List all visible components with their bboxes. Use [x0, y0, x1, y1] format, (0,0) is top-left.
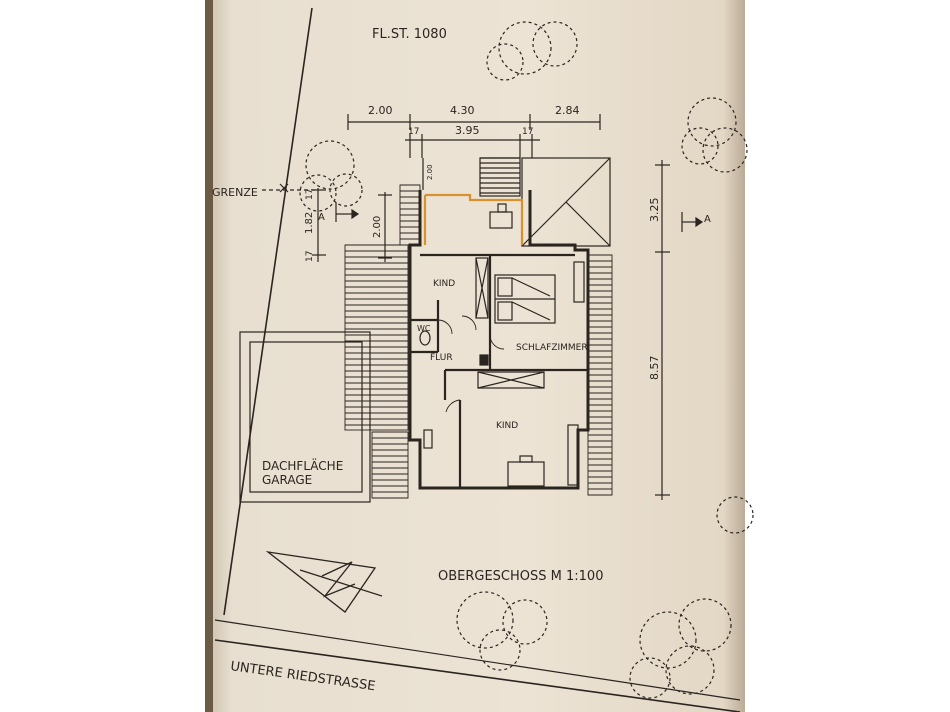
section-marker-left-label: A: [318, 212, 325, 223]
hatch-frame: [479, 157, 521, 197]
page-binding-edge: [205, 0, 213, 712]
door-kind-bottom: [445, 399, 461, 413]
tree-bottom-center: [456, 591, 548, 671]
dim-inner-1: 17: [408, 127, 419, 137]
dim-left-1: 17: [305, 251, 315, 262]
desk-chair: [497, 203, 507, 213]
room-wc: WC: [417, 324, 431, 333]
dim-inner-3: 17: [522, 127, 533, 137]
room-kind-bottom: KIND: [496, 421, 518, 431]
tree-bottom-right: [629, 598, 732, 699]
parcel-label: FL.ST. 1080: [372, 27, 447, 42]
north-arrow: [265, 550, 383, 613]
roof-hatching-north: [399, 184, 421, 246]
dormer-roof-hip: [565, 201, 611, 247]
section-marker-right: [681, 212, 704, 232]
shaft: [479, 354, 489, 366]
dim-top-3: 2.84: [555, 104, 580, 117]
boundary-label: GRENZE: [212, 186, 258, 199]
room-flur: FLUR: [430, 353, 453, 363]
dim-top-1: 2.00: [368, 104, 393, 117]
garage-roof-label-2: GARAGE: [262, 473, 312, 487]
chair-kind-bottom: [519, 455, 533, 463]
top-dimension-chain: [347, 114, 601, 158]
tree-top-right: [486, 21, 578, 81]
street-label: UNTERE RIEDSTRASSE: [229, 659, 376, 694]
tree-left: [299, 140, 363, 212]
hatch-frame: [344, 244, 409, 431]
boundary-cross-tick-2: [279, 183, 289, 193]
garage-roof-inner: [249, 341, 363, 493]
hatch-frame: [371, 431, 409, 499]
plan-title: OBERGESCHOSS M 1:100: [438, 569, 603, 584]
section-marker-left: [335, 202, 360, 222]
dim-inner-2: 3.95: [455, 124, 480, 137]
stair-top: [479, 157, 521, 197]
roof-hatching-east: [587, 254, 613, 496]
wardrobe-schlafzimmer: [573, 261, 585, 303]
room-schlafzimmer: SCHLAFZIMMER: [516, 343, 588, 353]
stair-hall-highlight: [423, 193, 524, 245]
room-kind-top: KIND: [433, 279, 455, 289]
right-dimension-chain: [655, 160, 670, 500]
door-kind-top: [461, 315, 477, 331]
section-marker-right-label: A: [704, 214, 711, 225]
wc-fixture: [419, 330, 431, 346]
wardrobe-kind-top: [475, 257, 489, 319]
dim-right-1: 3.25: [648, 198, 661, 223]
dim-vertical-small: 2.00: [426, 164, 434, 180]
dim-top-2: 4.30: [450, 104, 475, 117]
exterior-walls: [408, 190, 590, 490]
shelf-kind-bottom: [423, 429, 433, 449]
garage-roof-outline: [239, 331, 371, 503]
left-dimension-chain: [312, 158, 424, 262]
boundary-lower-line: [214, 619, 741, 701]
tree-right-middle: [716, 496, 754, 534]
dim-right-2: 8.57: [648, 356, 661, 381]
garage-roof-label-1: DACHFLÄCHE: [262, 458, 343, 473]
dim-left-4: 2.00: [372, 216, 383, 238]
desk-kind-bottom: [507, 461, 545, 487]
wardrobe-flur: [477, 371, 545, 389]
double-bed: [494, 274, 556, 324]
street-line: [214, 639, 741, 712]
tree-right-upper: [681, 97, 748, 173]
desk: [489, 211, 513, 229]
dim-left-3: 17: [305, 189, 315, 200]
roof-hatching-southwest: [371, 431, 409, 499]
property-boundary-line: [223, 7, 313, 616]
roof-hatching-west: [344, 244, 409, 431]
bed-kind-bottom: [567, 424, 579, 486]
door-schlaf: [489, 334, 505, 350]
dim-left-2: 1.82: [304, 212, 315, 234]
door-wc: [437, 319, 453, 335]
